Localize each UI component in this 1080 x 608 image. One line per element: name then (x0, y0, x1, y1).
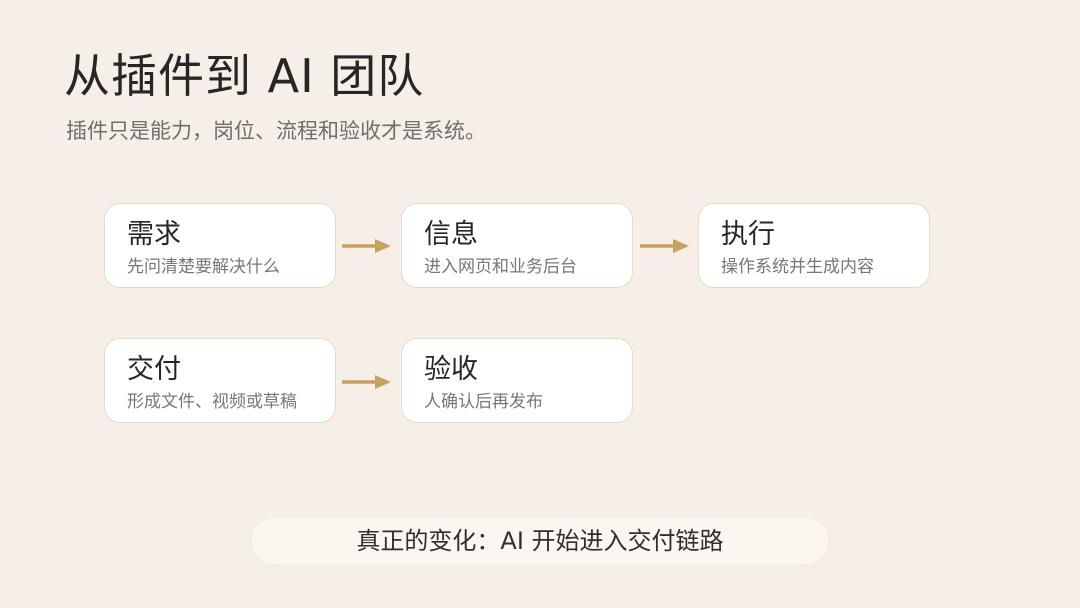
step-title: 信息 (424, 219, 478, 250)
slide-title: 从插件到 AI 团队 (64, 49, 425, 103)
step-title: 执行 (721, 219, 775, 250)
summary-text: 真正的变化：AI 开始进入交付链路 (356, 527, 724, 555)
step-description: 先问清楚要解决什么 (127, 257, 280, 277)
step-card-execution: 执行 操作系统并生成内容 (698, 203, 930, 288)
step-description: 进入网页和业务后台 (424, 257, 577, 277)
step-description: 操作系统并生成内容 (721, 257, 874, 277)
step-card-requirement: 需求 先问清楚要解决什么 (104, 203, 336, 288)
arrow-right-icon (639, 237, 689, 255)
arrow-right-icon (341, 373, 391, 391)
step-card-information: 信息 进入网页和业务后台 (401, 203, 633, 288)
step-description: 人确认后再发布 (424, 392, 543, 412)
step-card-acceptance: 验收 人确认后再发布 (401, 338, 633, 423)
step-card-delivery: 交付 形成文件、视频或草稿 (104, 338, 336, 423)
slide-subtitle: 插件只是能力，岗位、流程和验收才是系统。 (66, 119, 486, 143)
arrow-right-icon (341, 237, 391, 255)
step-description: 形成文件、视频或草稿 (127, 392, 297, 412)
step-title: 需求 (127, 219, 181, 250)
summary-banner: 真正的变化：AI 开始进入交付链路 (252, 518, 828, 564)
step-title: 交付 (127, 354, 181, 385)
step-title: 验收 (424, 354, 478, 385)
